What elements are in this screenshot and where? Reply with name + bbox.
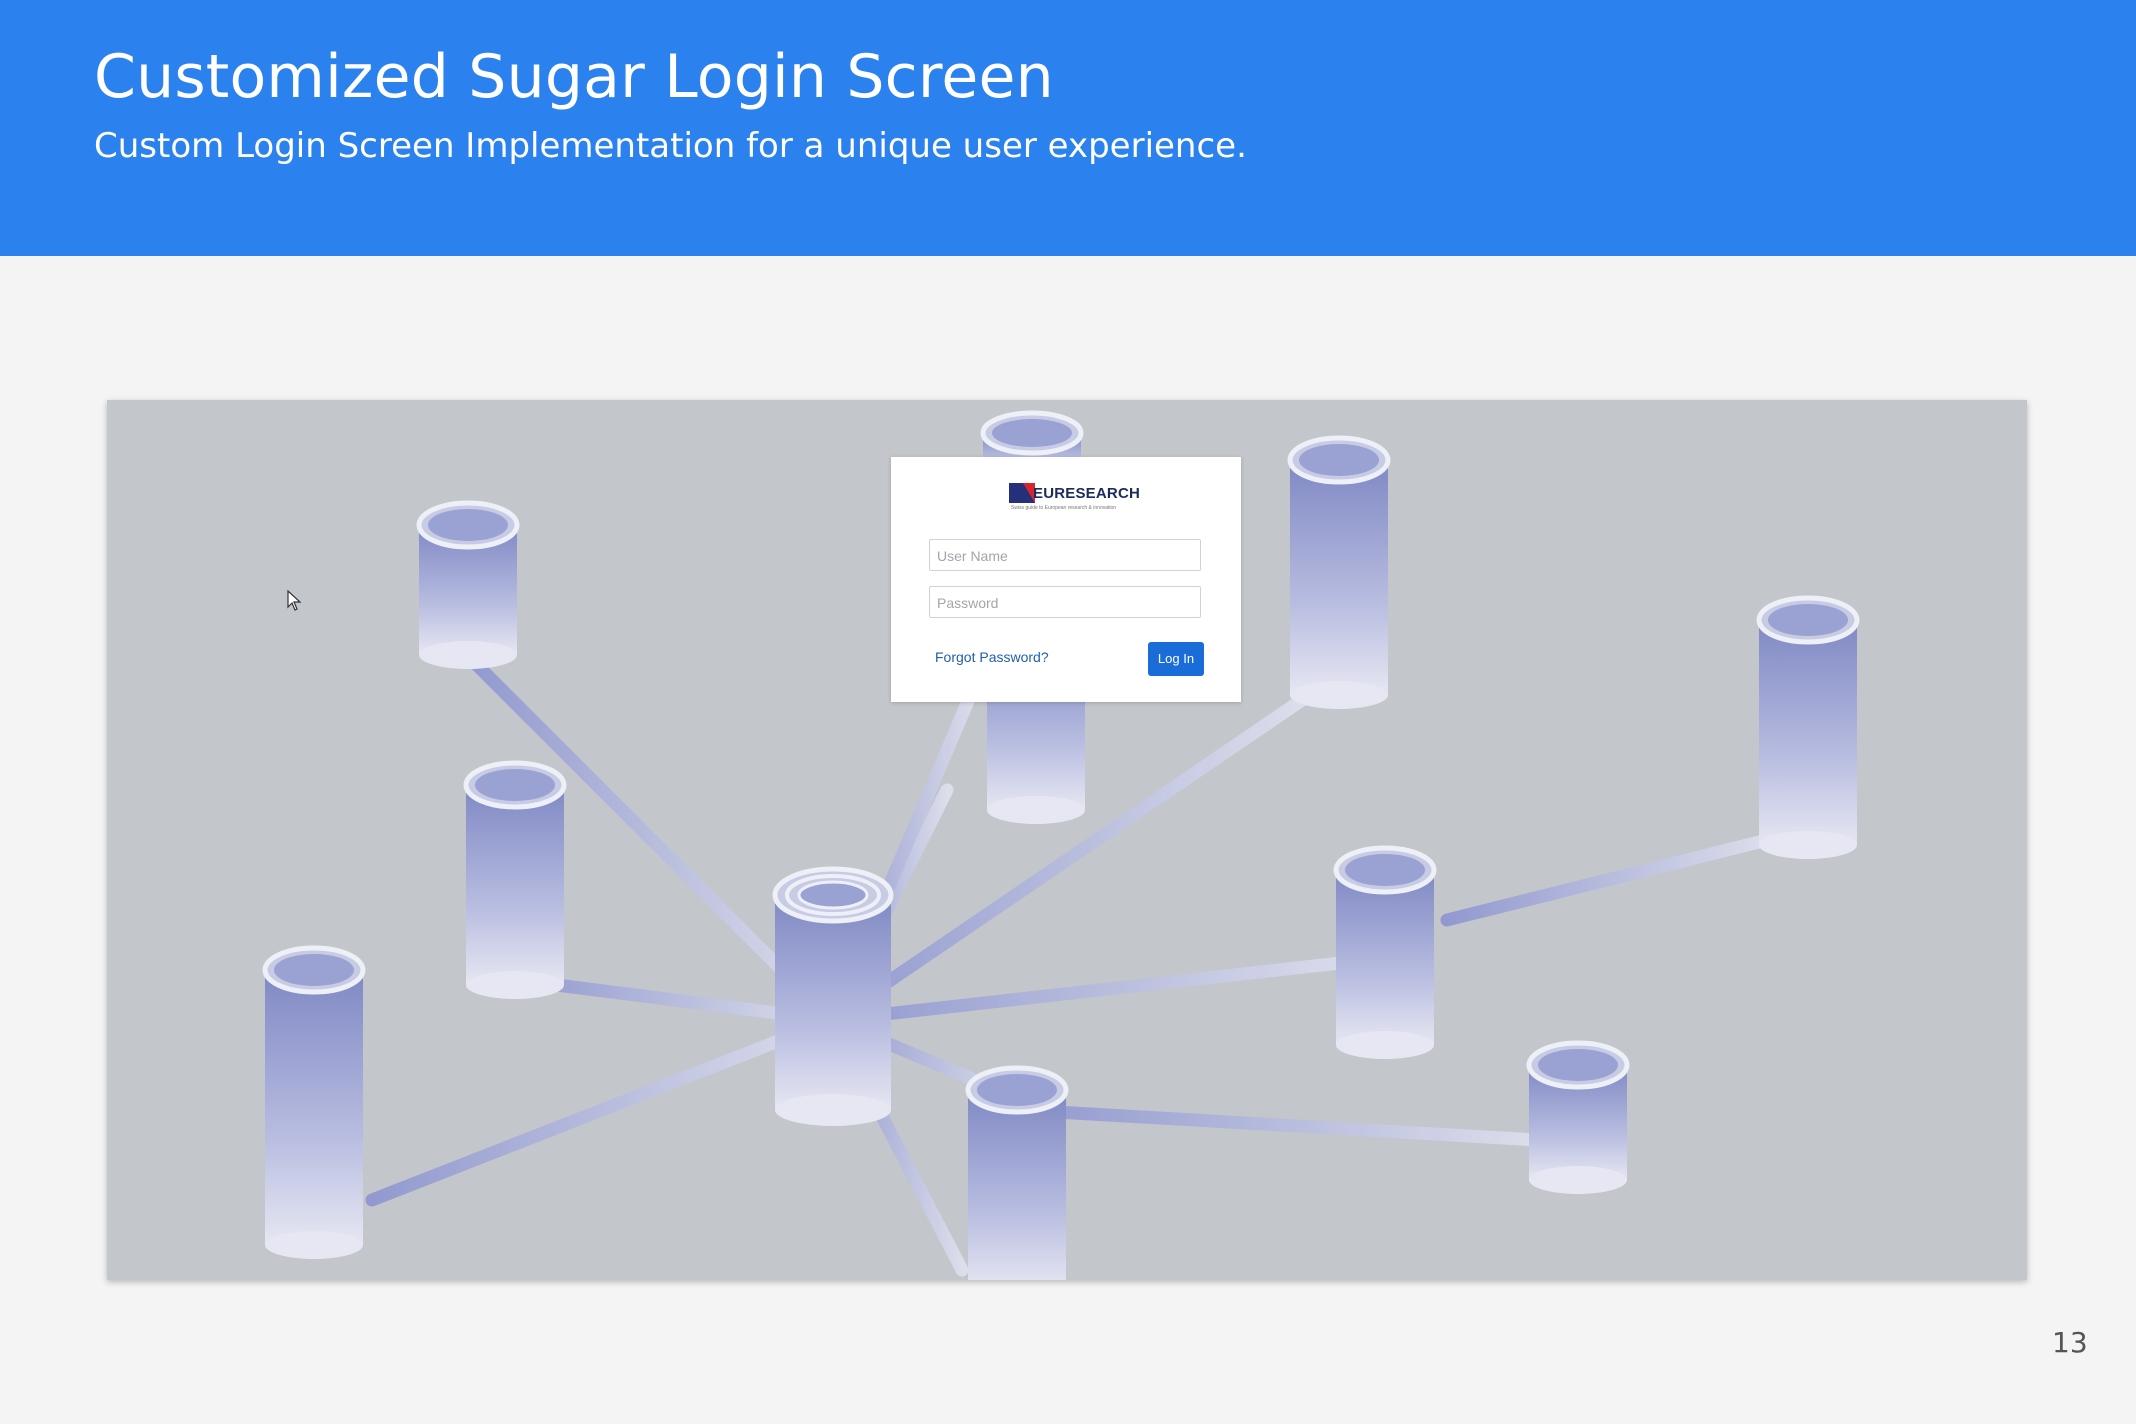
network-background-illustration (262, 410, 1860, 1280)
forgot-password-link[interactable]: Forgot Password? (935, 649, 1049, 665)
mouse-pointer-icon (287, 590, 302, 611)
login-screenshot: EURESEARCH Swiss guide to European resea… (107, 400, 2027, 1280)
login-button[interactable]: Log In (1148, 642, 1204, 676)
slide-subtitle: Custom Login Screen Implementation for a… (94, 126, 1247, 166)
username-input[interactable]: User Name (929, 539, 1201, 571)
logo-tagline: Swiss guide to European research & innov… (1011, 505, 1117, 511)
eu-flag-icon (1009, 483, 1035, 503)
logo-text: EURESEARCH (1033, 485, 1141, 502)
slide-title: Customized Sugar Login Screen (94, 42, 1054, 112)
password-input[interactable]: Password (929, 586, 1201, 618)
login-panel: EURESEARCH Swiss guide to European resea… (891, 457, 1241, 702)
cylinder-nodes (262, 410, 1860, 1280)
slide-header: Customized Sugar Login Screen Custom Log… (0, 0, 2136, 256)
page-number: 13 (2052, 1326, 2088, 1359)
euresearch-logo: EURESEARCH Swiss guide to European resea… (1009, 483, 1140, 517)
